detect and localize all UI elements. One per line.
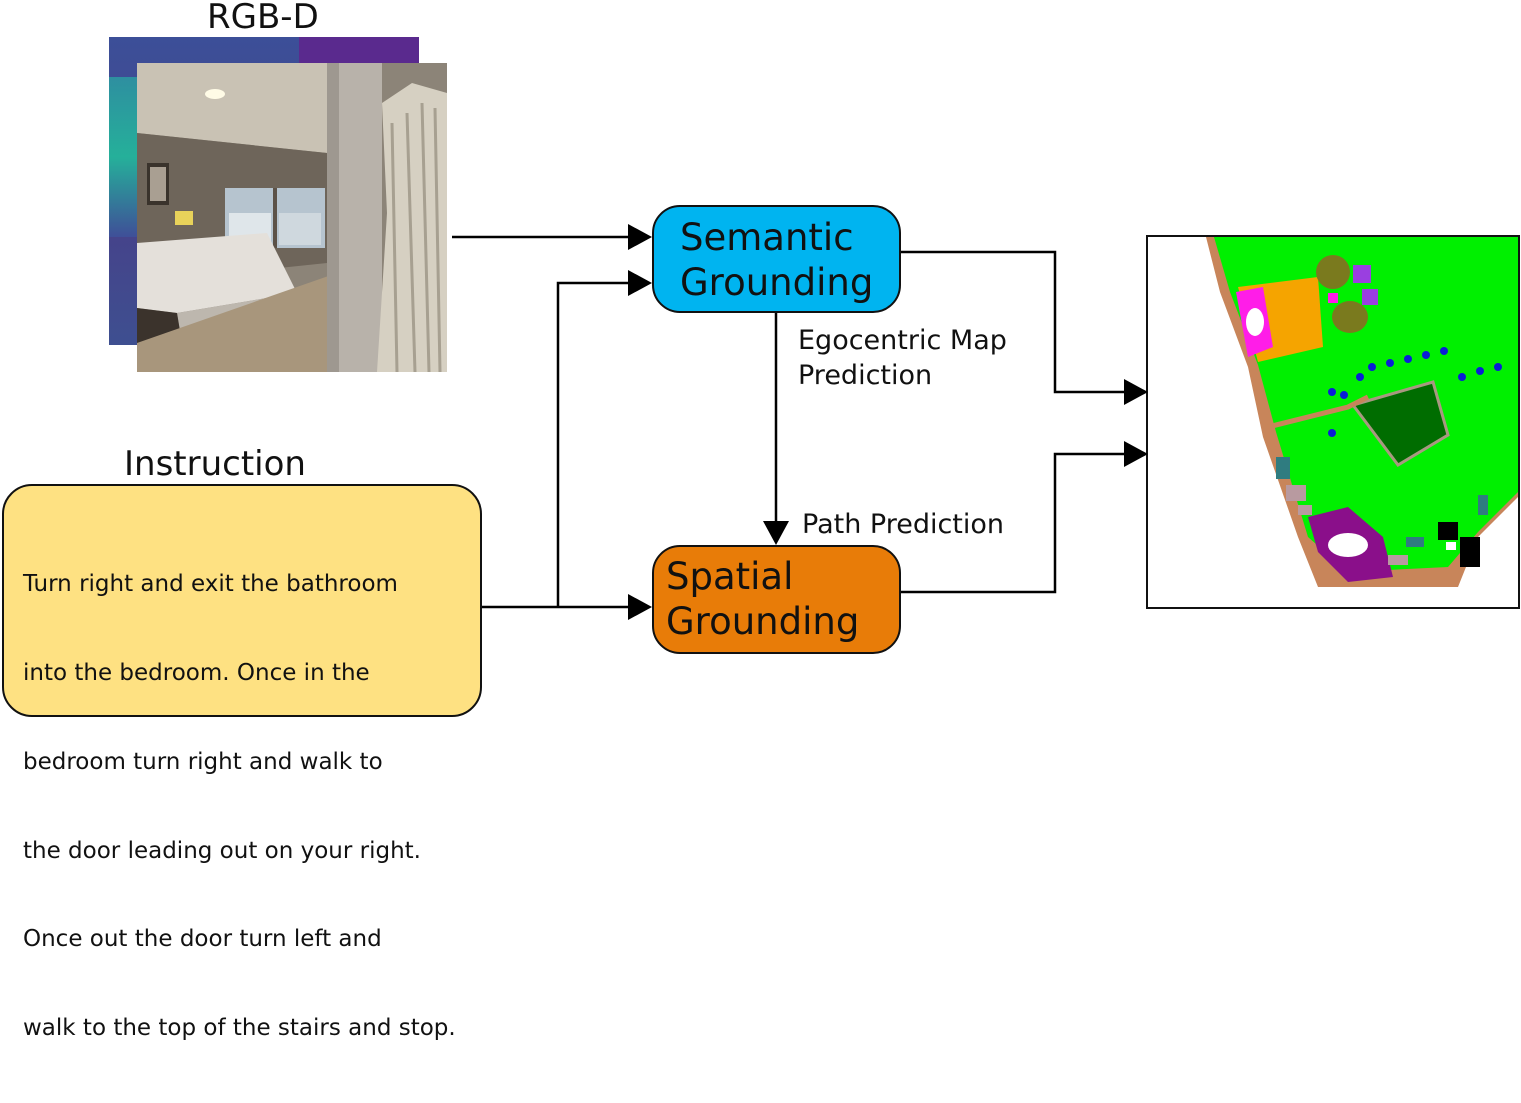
egocentric-line2: Prediction [798,360,933,391]
semantic-grounding-label: Semantic Grounding [680,215,873,305]
spatial-grounding-label: Spatial Grounding [666,554,859,644]
arrowhead [628,224,652,250]
instruction-line: into the bedroom. Once in the [23,659,370,686]
instruction-line: walk to the top of the stairs and stop. [23,1015,456,1042]
arrowhead [628,594,652,620]
arrowhead [628,270,652,296]
instruction-line: bedroom turn right and walk to [23,748,383,775]
semantic-label-line2: Grounding [680,261,874,304]
instruction-line: Once out the door turn left and [23,926,382,953]
bedroom-photo [137,63,447,372]
instruction-line: Turn right and exit the bathroom [23,571,398,598]
rgb-image [137,63,447,372]
connector-layer [452,224,1148,620]
arrow-spatial-to-map [901,452,1124,594]
path-prediction-label: Path Prediction [802,509,1005,540]
spatial-label-line2: Grounding [666,600,860,643]
spatial-label-line1: Spatial [666,555,794,598]
instruction-title: Instruction [124,444,306,484]
rgbd-title: RGB-D [207,0,319,37]
egocentric-map-label: Egocentric Map Prediction [798,323,1007,393]
map-panel [1146,235,1520,609]
semantic-grounding-box: Semantic Grounding [652,205,901,313]
arrowhead [1124,379,1148,405]
arrow-semantic-to-map [901,250,1124,394]
instruction-line: the door leading out on your right. [23,837,421,864]
semantic-map-image [1206,237,1518,587]
arrowhead [763,521,789,545]
egocentric-line1: Egocentric Map [798,325,1007,356]
arrow-instruction-to-semantic [556,281,628,607]
spatial-grounding-box: Spatial Grounding [652,545,901,654]
arrowhead [1124,441,1148,467]
semantic-label-line1: Semantic [680,216,854,259]
